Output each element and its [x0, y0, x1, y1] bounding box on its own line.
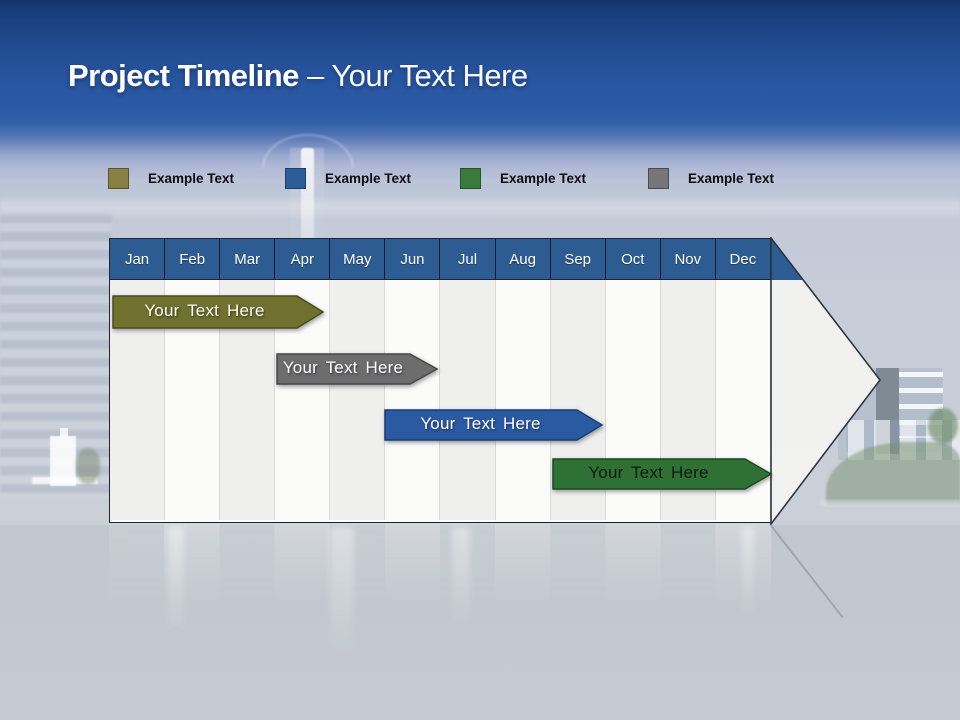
timeline-arrowhead	[770, 237, 882, 525]
bar-label: Your Text Here	[588, 463, 709, 482]
bar-arrow-shape	[276, 353, 439, 385]
month-cell-nov: Nov	[661, 239, 716, 279]
bar-label: Your Text Here	[144, 301, 265, 320]
legend-swatch-1	[108, 168, 129, 189]
grid-column-jun	[385, 280, 441, 521]
legend-label: Example Text	[688, 171, 775, 186]
grid-column-jul	[440, 280, 496, 521]
bar-arrow-shape	[112, 295, 325, 329]
bar-arrow-shape	[552, 458, 773, 490]
legend-swatch-4	[648, 168, 669, 189]
bar-arrow-shape	[384, 409, 604, 441]
legend-label: Example Text	[500, 171, 587, 186]
month-cell-mar: Mar	[220, 239, 276, 279]
month-cell-feb: Feb	[165, 239, 221, 279]
legend-item-1[interactable]: Example Text	[108, 168, 234, 189]
month-cell-oct: Oct	[606, 239, 661, 279]
grid-column-may	[330, 280, 386, 521]
slide-title-main: Project Timeline	[68, 58, 299, 93]
legend-label: Example Text	[148, 171, 235, 186]
slide-title-placeholder: – Your Text Here	[307, 58, 528, 93]
month-cell-apr: Apr	[275, 239, 331, 279]
month-cell-may: May	[330, 239, 386, 279]
legend-swatch-2	[285, 168, 306, 189]
legend-item-2[interactable]: Example Text	[285, 168, 411, 189]
timeline-bar-3[interactable]: Your Text Here	[384, 409, 604, 441]
month-cell-jul: Jul	[440, 239, 496, 279]
month-cell-aug: Aug	[496, 239, 551, 279]
month-cell-sep: Sep	[551, 239, 606, 279]
month-cell-jan: Jan	[110, 239, 166, 279]
slide-title[interactable]: Project Timeline – Your Text Here	[68, 58, 528, 94]
grid-column-aug	[495, 280, 551, 521]
timeline-bar-2[interactable]: Your Text Here	[276, 353, 439, 385]
legend-swatch-3	[460, 168, 481, 189]
legend-item-4[interactable]: Example Text	[648, 168, 774, 189]
legend-item-3[interactable]: Example Text	[460, 168, 586, 189]
bar-label: Your Text Here	[420, 414, 541, 433]
timeline-bar-1[interactable]: Your Text Here	[112, 295, 325, 329]
month-cell-jun: Jun	[385, 239, 441, 279]
legend-label: Example Text	[325, 171, 412, 186]
timeline-bar-4[interactable]: Your Text Here	[552, 458, 773, 490]
bar-label: Your Text Here	[282, 358, 404, 377]
